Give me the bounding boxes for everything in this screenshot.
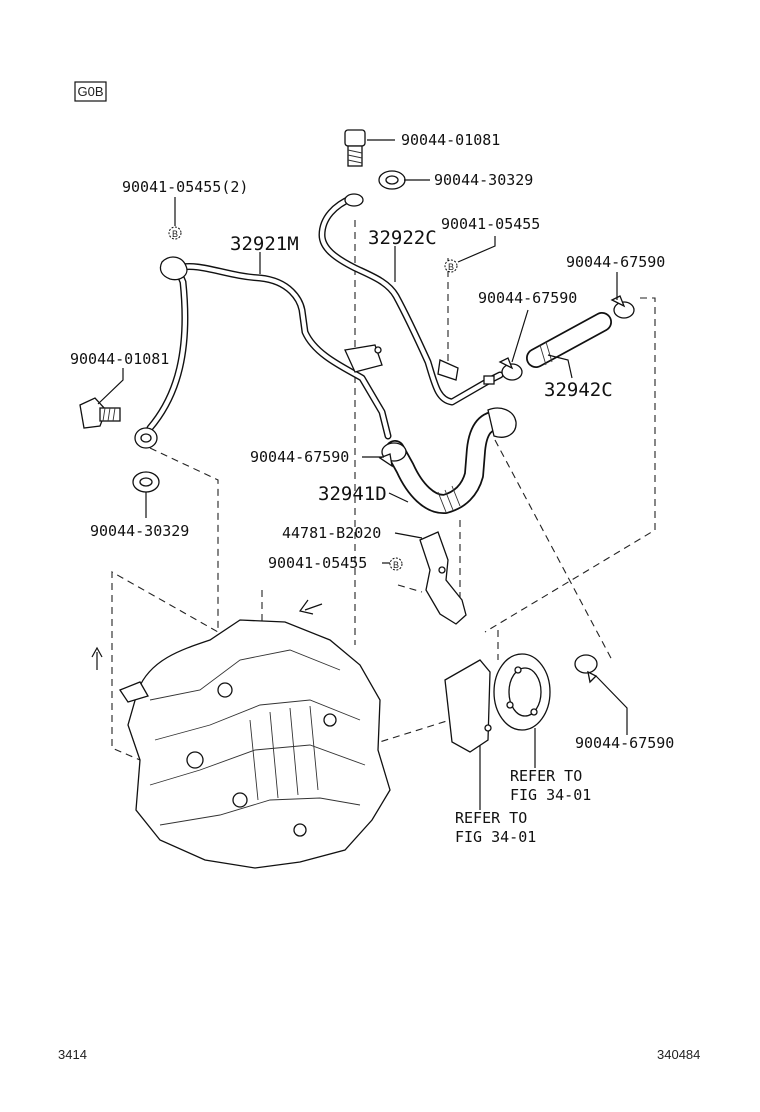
eye-fitting-left-drawing	[134, 427, 158, 449]
callout-bracket-44781: 44781-B2020	[282, 524, 381, 542]
refer-note-1-line1: REFER TO	[510, 767, 582, 785]
callout-bolt-b-bottom: 90041-05455	[268, 554, 367, 572]
badge-text: G0B	[77, 84, 103, 99]
callout-gasket-top: 90044-30329	[434, 171, 533, 189]
hose-32942c-drawing	[526, 312, 612, 368]
bolt-left-drawing	[79, 397, 121, 429]
gasket-top-drawing	[344, 170, 406, 207]
callout-clamp-mid-right: 90044-67590	[478, 289, 577, 307]
callout-hose-32941d: 32941D	[318, 483, 387, 505]
bolt-top-drawing	[344, 129, 366, 167]
callout-clamp-center: 90044-67590	[250, 448, 349, 466]
refer-note-2-line1: REFER TO	[455, 809, 527, 827]
refer-note-2-line2: FIG 34-01	[455, 828, 536, 846]
figure-code: 340484	[657, 1047, 700, 1062]
svg-text:B: B	[172, 229, 178, 239]
up-arrow-icon	[91, 646, 103, 670]
bolt-marker-icon-3: B	[389, 557, 403, 571]
callout-bolt-left: 90044-01081	[70, 350, 169, 368]
svg-text:B: B	[448, 262, 454, 272]
callout-clamp-bottom-right: 90044-67590	[575, 734, 674, 752]
callout-bolt-b-mid: 90041-05455	[441, 215, 540, 233]
bracket-44781-drawing	[419, 531, 467, 625]
page-code: 3414	[58, 1047, 87, 1062]
pump-housing-drawing	[444, 653, 551, 753]
callout-tube-32922c: 32922C	[368, 227, 437, 249]
bolt-marker-icon-1: B	[168, 226, 182, 240]
direction-arrow-icon	[298, 599, 323, 615]
bolt-marker-icon-2: B	[444, 259, 458, 273]
callout-bolt-b-top-left: 90041-05455(2)	[122, 178, 248, 196]
callout-clamp-top-right: 90044-67590	[566, 253, 665, 271]
tube-32922c-drawing	[318, 194, 504, 406]
refer-note-1-line2: FIG 34-01	[510, 786, 591, 804]
callout-gasket-left: 90044-30329	[90, 522, 189, 540]
leader-lines	[97, 139, 628, 810]
callout-hose-32942c: 32942C	[544, 379, 613, 401]
transaxle-assembly-drawing	[119, 619, 391, 869]
callout-bolt-top: 90044-01081	[401, 131, 500, 149]
dashed-assembly-lines	[111, 220, 656, 761]
badge-g0b: G0B	[74, 81, 107, 102]
gasket-left-drawing	[132, 471, 160, 493]
hose-32941d-drawing	[385, 407, 517, 514]
tube-32921m-drawing	[146, 256, 392, 440]
svg-text:B: B	[393, 560, 399, 570]
callout-tube-32921m: 32921M	[230, 233, 299, 255]
clamps-drawing	[378, 295, 635, 684]
